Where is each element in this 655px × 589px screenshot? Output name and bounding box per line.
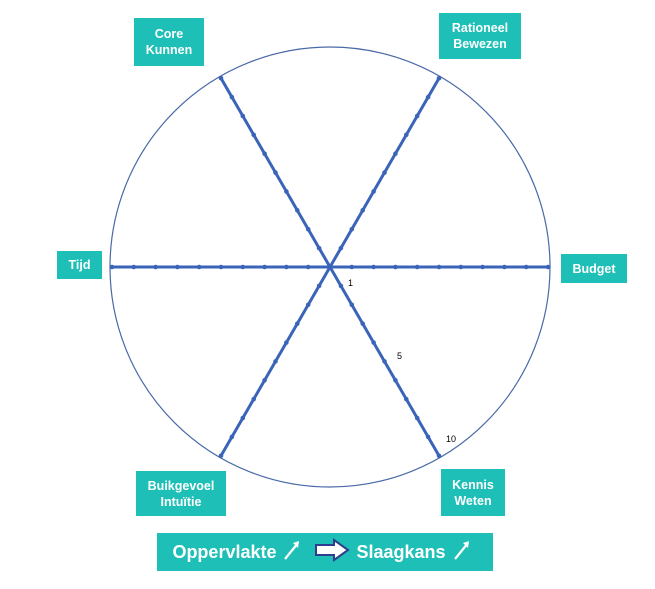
tick-rationeel-bewezen-2 <box>349 226 355 232</box>
label-tijd-line1: Tijd <box>68 258 91 272</box>
tick-kennis-weten-9 <box>425 434 431 440</box>
tick-kennis-weten-6 <box>393 377 398 383</box>
axes-group <box>112 77 548 457</box>
tick-rationeel-bewezen-3 <box>360 208 366 213</box>
tick-tijd-5 <box>218 264 224 270</box>
tick-core-kunnen-3 <box>295 208 300 213</box>
tick-tijd-8 <box>153 264 158 270</box>
tick-buikgevoel-intuitie-1 <box>316 283 322 289</box>
tick-buikgevoel-intuitie-5 <box>273 359 278 364</box>
tick-buikgevoel-intuitie-9 <box>229 434 235 440</box>
label-kennis-weten-line2: Weten <box>454 493 492 508</box>
tick-rationeel-bewezen-10 <box>436 75 442 81</box>
tick-budget-4 <box>414 264 420 270</box>
label-kennis-weten: Kennis Weten <box>441 469 505 516</box>
label-rationeel-bewezen-line1: Rationeel <box>451 21 509 35</box>
tick-kennis-weten-8 <box>414 415 420 421</box>
tick-kennis-weten-10 <box>436 453 442 459</box>
label-rationeel-bewezen-line2: Bewezen <box>453 37 507 51</box>
ticks-group <box>109 75 551 459</box>
tick-buikgevoel-intuitie-2 <box>305 302 311 308</box>
tick-tijd-10 <box>109 264 115 270</box>
label-core-kunnen: Core Kunnen <box>134 18 204 66</box>
tick-kennis-weten-3 <box>360 321 366 326</box>
tick-core-kunnen-5 <box>273 170 278 175</box>
tick-budget-1 <box>349 264 355 270</box>
tick-kennis-weten-5 <box>382 359 387 364</box>
tick-buikgevoel-intuitie-7 <box>251 396 256 402</box>
tick-core-kunnen-9 <box>229 94 235 100</box>
label-buikgevoel-intuitie: Buikgevoel Intuïtie <box>136 471 226 516</box>
tick-core-kunnen-7 <box>251 132 256 138</box>
tick-tijd-1 <box>305 264 311 270</box>
tick-buikgevoel-intuitie-4 <box>284 340 289 345</box>
tick-budget-10 <box>545 264 551 270</box>
tick-tijd-3 <box>262 264 267 270</box>
tick-buikgevoel-intuitie-8 <box>240 415 246 421</box>
tick-buikgevoel-intuitie-10 <box>218 453 224 459</box>
up-right-arrow-icon-2 <box>452 539 472 566</box>
label-buikgevoel-intuitie-line2: Intuïtie <box>160 494 202 509</box>
tick-budget-2 <box>371 264 376 270</box>
scale-label-10: 10 <box>446 434 456 444</box>
label-budget-line1: Budget <box>572 261 616 276</box>
tick-core-kunnen-6 <box>262 151 267 157</box>
tick-rationeel-bewezen-8 <box>414 113 420 119</box>
tick-kennis-weten-7 <box>404 396 409 402</box>
banner-left-text: Oppervlakte <box>172 541 277 562</box>
tick-rationeel-bewezen-6 <box>393 151 398 157</box>
scale-label-1: 1 <box>348 278 353 288</box>
label-kennis-weten-line1: Kennis <box>452 477 494 492</box>
label-rationeel-bewezen: Rationeel Bewezen <box>439 13 521 59</box>
tick-tijd-6 <box>196 264 202 270</box>
tick-core-kunnen-2 <box>305 226 311 232</box>
tick-rationeel-bewezen-1 <box>338 245 344 251</box>
tick-buikgevoel-intuitie-6 <box>262 377 267 383</box>
tick-kennis-weten-1 <box>338 283 344 289</box>
tick-core-kunnen-1 <box>316 245 322 251</box>
label-tijd: Tijd <box>57 251 102 279</box>
scale-label-5: 5 <box>397 351 402 361</box>
right-arrow-icon <box>314 537 351 567</box>
tick-tijd-9 <box>131 264 137 270</box>
tick-budget-7 <box>480 264 485 270</box>
tick-kennis-weten-2 <box>349 302 355 308</box>
tick-tijd-4 <box>240 264 246 270</box>
tick-tijd-2 <box>284 264 289 270</box>
tick-rationeel-bewezen-7 <box>404 132 409 138</box>
tick-budget-3 <box>393 264 398 270</box>
tick-kennis-weten-4 <box>371 340 376 345</box>
tick-rationeel-bewezen-5 <box>382 170 387 175</box>
tick-core-kunnen-4 <box>284 189 289 194</box>
label-buikgevoel-intuitie-line1: Buikgevoel <box>147 478 215 493</box>
label-core-kunnen-line1: Core <box>154 27 184 41</box>
tick-budget-5 <box>436 264 442 270</box>
tick-budget-8 <box>502 264 507 270</box>
label-core-kunnen-line2: Kunnen <box>145 43 193 57</box>
tick-core-kunnen-8 <box>240 113 246 119</box>
tick-tijd-7 <box>175 264 180 270</box>
tick-rationeel-bewezen-9 <box>425 94 431 100</box>
label-budget: Budget <box>561 254 627 283</box>
tick-core-kunnen-10 <box>218 75 224 81</box>
tick-buikgevoel-intuitie-3 <box>295 321 300 326</box>
banner-right-text: Slaagkans <box>356 541 446 562</box>
tick-budget-6 <box>458 264 464 270</box>
tick-rationeel-bewezen-4 <box>371 189 376 194</box>
tick-budget-9 <box>523 264 529 270</box>
up-right-arrow-icon <box>282 539 302 566</box>
bottom-banner: Oppervlakte Slaagkans <box>157 533 493 571</box>
